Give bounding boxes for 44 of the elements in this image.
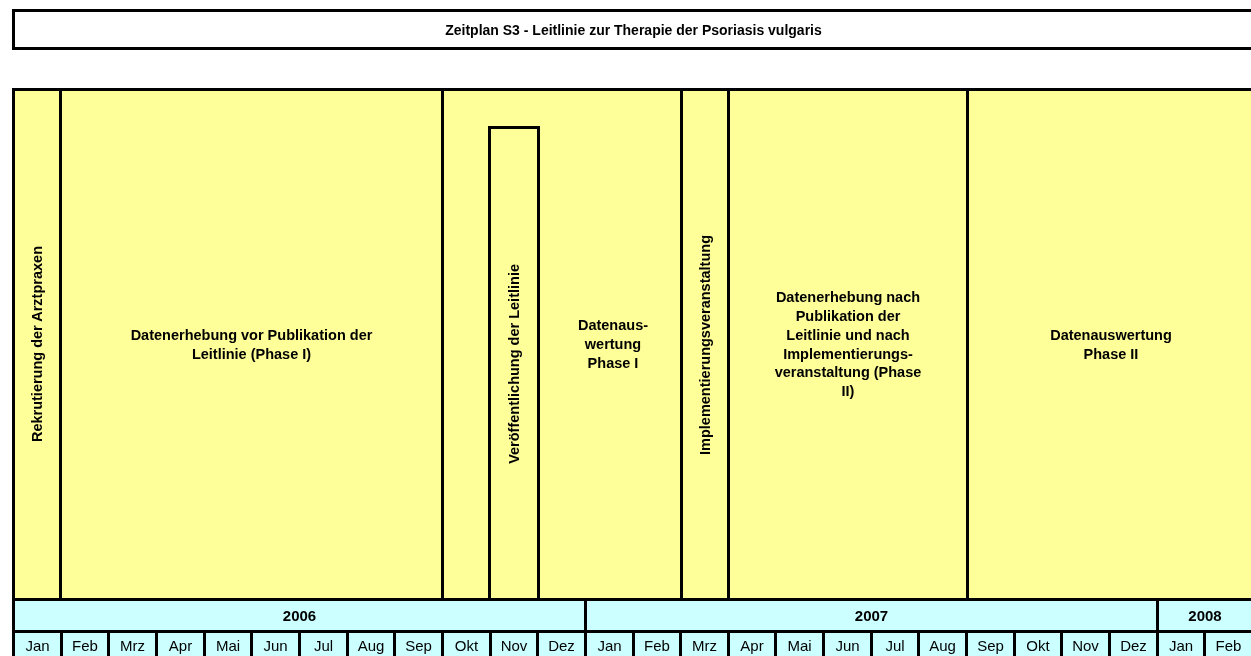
month-label: Aug	[929, 636, 956, 654]
month-label: Sep	[405, 636, 432, 654]
month-label: Jan	[597, 636, 622, 654]
month-label: Jul	[885, 636, 905, 654]
month-label: Jul	[313, 636, 334, 654]
phase-box	[12, 88, 62, 601]
title-text: Zeitplan S3 - Leitlinie zur Therapie der Psoriasis vulgaris	[445, 21, 822, 38]
phase-label: Datenerhebung vor Publikation der Leitlinie (Phase I)	[129, 325, 374, 364]
month-label: Apr	[740, 636, 764, 654]
phase-label: Implementierungsveranstaltung	[695, 234, 714, 455]
month-label: Feb	[72, 636, 98, 654]
month-label: Apr	[168, 636, 193, 654]
month-label: Jun	[263, 636, 288, 654]
phase-label: Datenaus- wertung Phase I	[576, 316, 650, 373]
year-label: 2006	[282, 607, 317, 624]
month-label: Mrz	[692, 636, 717, 654]
month-label: Nov	[500, 636, 528, 654]
phase-box	[727, 88, 969, 601]
month-label: Mrz	[120, 636, 145, 654]
year-label: 2007	[854, 607, 889, 624]
phase-label: Datenerhebung nach Publikation der Leitlinie und nach Implementierungs- veranstaltung (Phase II)	[773, 287, 923, 402]
month-label: Jun	[835, 636, 860, 654]
phase-label: Rekrutierung der Arztpraxen	[27, 246, 46, 443]
phase-label: Datenauswertung Phase II	[1049, 325, 1173, 364]
month-label: Feb	[644, 636, 670, 654]
phase-box	[441, 88, 683, 601]
phase-box	[59, 88, 444, 601]
phase-box	[966, 88, 1251, 601]
month-label: Dez	[548, 636, 575, 654]
month-label: Feb	[1215, 636, 1242, 654]
month-label: Mai	[215, 636, 241, 654]
month-label: Jan	[1168, 636, 1194, 654]
month-label: Nov	[1072, 636, 1099, 654]
month-label: Okt	[1026, 636, 1050, 654]
month-label: Jan	[25, 636, 50, 654]
month-label: Aug	[357, 636, 385, 654]
month-label: Sep	[977, 636, 1004, 654]
month-label: Okt	[454, 636, 479, 654]
month-label: Mai	[787, 636, 812, 654]
phase-box	[488, 126, 540, 598]
phase-box	[680, 88, 730, 601]
month-label: Dez	[1120, 636, 1147, 654]
year-label: 2008	[1188, 607, 1222, 624]
phase-label: Veröffentlichung der Leitlinie	[504, 263, 523, 464]
